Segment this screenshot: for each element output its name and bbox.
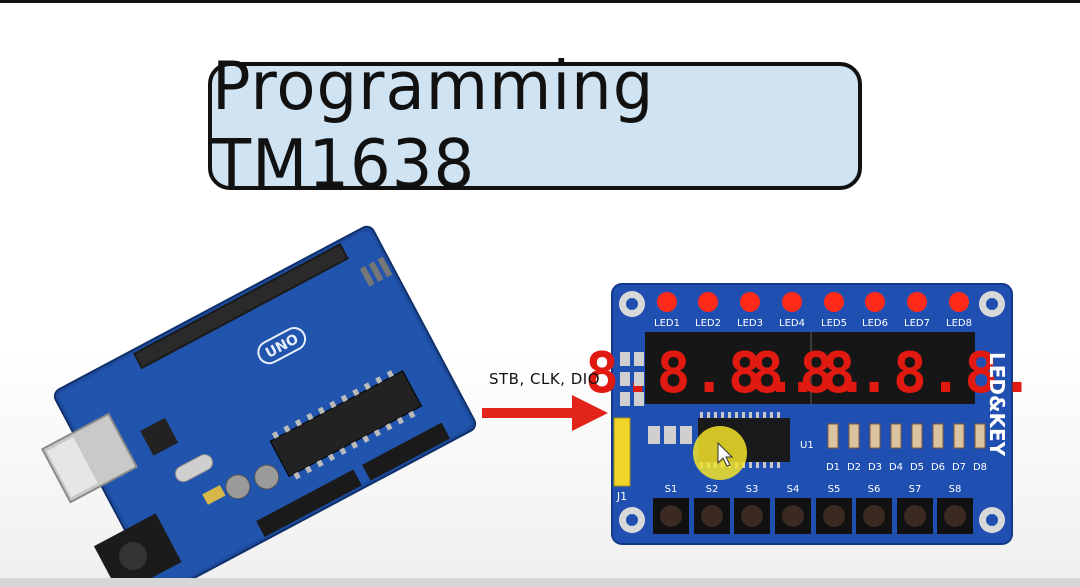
switch-label-1: S1 <box>665 484 678 495</box>
tm1638-board: LED1 LED2 LED3 LED4 LED5 LED6 LED7 LED8 … <box>585 283 1036 545</box>
display-digits-right: 8.8.8.8. <box>750 341 1036 406</box>
switch-label-7: S7 <box>909 484 922 495</box>
led-3 <box>740 292 760 312</box>
led-label-3: LED3 <box>737 318 763 329</box>
led-2 <box>698 292 718 312</box>
diode-label-7: D7 <box>952 462 966 473</box>
svg-text:J1: J1 <box>616 490 627 503</box>
signal-arrow <box>482 395 608 431</box>
led-label-4: LED4 <box>779 318 805 329</box>
led-5 <box>824 292 844 312</box>
arduino-uno-board: UNO <box>40 225 477 587</box>
led-row <box>657 292 969 312</box>
push-button-s1 <box>653 498 689 534</box>
led-label-8: LED8 <box>946 318 972 329</box>
slide-title: Programming TM1638 <box>212 48 655 204</box>
switch-label-2: S2 <box>706 484 719 495</box>
diode-label-2: D2 <box>847 462 861 473</box>
power-analog-headers <box>256 422 451 538</box>
led-1 <box>657 292 677 312</box>
diode-label-1: D1 <box>826 462 840 473</box>
led-label-6: LED6 <box>862 318 888 329</box>
led-8 <box>949 292 969 312</box>
push-button-s6 <box>856 498 892 534</box>
diode-label-4: D4 <box>889 462 903 473</box>
mounting-holes <box>619 291 1005 533</box>
push-button-s3 <box>734 498 770 534</box>
switch-label-5: S5 <box>828 484 841 495</box>
diode-label-3: D3 <box>868 462 882 473</box>
j1-header: J1 <box>613 417 631 503</box>
diode-row <box>827 423 986 449</box>
switch-label-3: S3 <box>746 484 759 495</box>
led-label-2: LED2 <box>695 318 721 329</box>
push-button-s2 <box>694 498 730 534</box>
diode-label-6: D6 <box>931 462 945 473</box>
diode-label-8: D8 <box>973 462 987 473</box>
push-button-s7 <box>897 498 933 534</box>
diode-label-5: D5 <box>910 462 924 473</box>
led-4 <box>782 292 802 312</box>
pointer-icon <box>717 441 734 467</box>
arrow-label: STB, CLK, DIO <box>489 370 600 388</box>
switch-label-6: S6 <box>868 484 881 495</box>
led-7 <box>907 292 927 312</box>
push-button-s8 <box>937 498 973 534</box>
led-label-1: LED1 <box>654 318 680 329</box>
push-button-s4 <box>775 498 811 534</box>
atmega-chip <box>269 370 423 478</box>
switch-label-8: S8 <box>949 484 962 495</box>
seven-segment-display: 8.8.8.8. 8.8.8.8. <box>585 332 1036 406</box>
top-border-line <box>0 0 1080 3</box>
switch-label-4: S4 <box>787 484 800 495</box>
led-label-5: LED5 <box>821 318 847 329</box>
led-6 <box>865 292 885 312</box>
board-brand-label: LED&KEY <box>985 352 1009 457</box>
display-digits-left: 8.8.8.8. <box>585 341 871 406</box>
mouse-cursor-highlight <box>693 426 747 480</box>
push-button-row <box>653 498 973 534</box>
digital-headers <box>132 243 349 370</box>
svg-text:U1: U1 <box>800 440 814 451</box>
led-label-7: LED7 <box>904 318 930 329</box>
title-banner: Programming TM1638 <box>208 48 862 204</box>
bottom-band <box>0 578 1080 587</box>
push-button-s5 <box>816 498 852 534</box>
